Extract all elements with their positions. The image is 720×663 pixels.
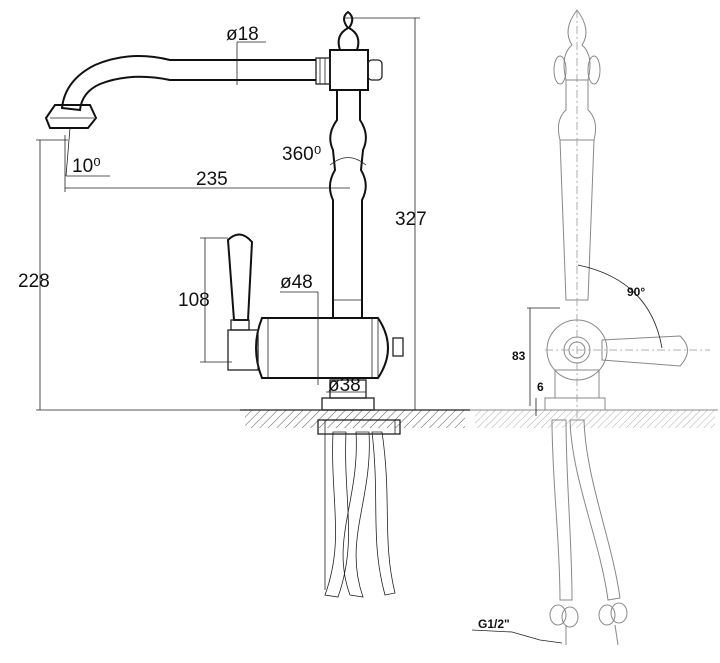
countertop — [240, 409, 470, 428]
spout-height-label: 228 — [18, 271, 50, 292]
dimension-lines-side — [471, 307, 563, 644]
hose-thread-label: G1/2" — [478, 617, 510, 631]
spout-reach-label: 235 — [196, 169, 228, 190]
front-view: ø18 360⁰ 10⁰ 235 327 228 108 ø48 ø38 — [18, 10, 470, 598]
supply-hoses — [317, 419, 401, 598]
spout-diameter-label: ø18 — [226, 24, 259, 45]
side-view: 90° 83 6 G1/2" — [470, 9, 718, 646]
lever-height-label: 108 — [178, 290, 210, 311]
mixer-body — [227, 317, 404, 379]
total-height-label: 327 — [395, 209, 427, 230]
lever-axis-height-label: 83 — [512, 349, 526, 363]
dimension-lines — [36, 17, 420, 411]
faucet-column — [315, 10, 383, 319]
spout — [44, 55, 316, 129]
faucet-base — [321, 379, 375, 411]
spout-angle-label: 10⁰ — [72, 156, 101, 177]
base-diameter-label: ø38 — [328, 375, 361, 396]
faucet-column-side — [544, 9, 710, 420]
base-thickness-label: 6 — [537, 380, 544, 394]
countertop-side — [470, 409, 718, 428]
rotation-label: 360⁰ — [282, 144, 321, 165]
supply-hoses-side — [549, 419, 628, 646]
lever-angle-label: 90° — [627, 285, 645, 299]
body-diameter-label: ø48 — [280, 272, 313, 293]
lever-handle — [226, 233, 254, 331]
